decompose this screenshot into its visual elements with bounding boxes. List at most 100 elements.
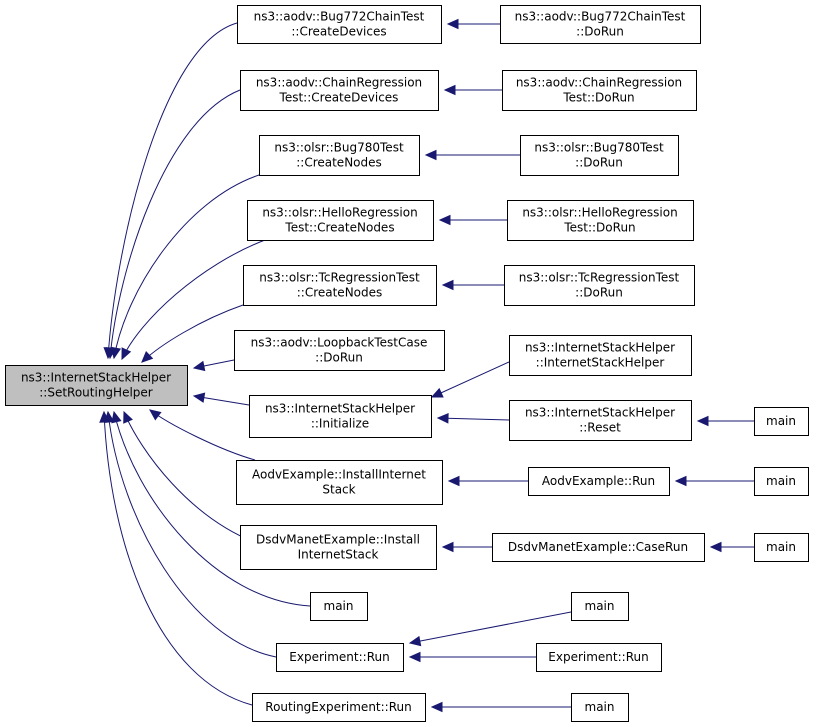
node-box[interactable] — [492, 533, 705, 562]
node-experiment-run-2[interactable]: Experiment::Run — [536, 643, 662, 672]
arrow-head-icon — [121, 347, 132, 361]
node-box[interactable] — [504, 265, 695, 306]
node-box[interactable] — [234, 330, 445, 371]
node-ish-initialize[interactable]: ns3::InternetStackHelper::Initialize — [249, 395, 432, 438]
arrow-head-icon — [111, 410, 122, 424]
node-root[interactable]: ns3::InternetStackHelper::SetRoutingHelp… — [5, 365, 188, 406]
arrow-head-icon — [674, 475, 687, 487]
edge-routing-experiment-run-to-root — [99, 410, 253, 706]
node-box[interactable] — [240, 70, 439, 111]
arrow-head-icon — [709, 541, 722, 553]
node-box[interactable] — [500, 5, 701, 44]
node-box[interactable] — [754, 467, 809, 496]
node-olsr-bug780-dorun[interactable]: ns3::olsr::Bug780Test::DoRun — [520, 135, 679, 176]
arrow-head-icon — [436, 413, 449, 424]
node-label-line: ns3::olsr::TcRegressionTest — [519, 271, 680, 285]
node-box[interactable] — [502, 70, 697, 111]
node-main-routing[interactable]: main — [571, 693, 629, 722]
edge-line — [113, 174, 260, 359]
node-olsr-tcreg-dorun[interactable]: ns3::olsr::TcRegressionTest::DoRun — [504, 265, 695, 306]
edge-olsr-bug780-createnodes-to-root — [110, 174, 260, 360]
node-label-line: Test::DoRun — [563, 221, 635, 235]
node-label-line: main — [766, 540, 796, 554]
edge-main-experiment-to-experiment-run-1 — [408, 611, 572, 647]
node-olsr-helloreg-createnodes[interactable]: ns3::olsr::HelloRegressionTest::CreateNo… — [247, 200, 434, 241]
node-main-reset[interactable]: main — [754, 407, 809, 436]
node-box[interactable] — [5, 365, 188, 406]
node-label-line: ns3::InternetStackHelper — [525, 406, 675, 420]
node-ish-reset[interactable]: ns3::InternetStackHelper::Reset — [509, 400, 692, 441]
arrow-head-icon — [123, 410, 133, 424]
node-label-line: Test::DoRun — [562, 91, 634, 105]
arrow-head-icon — [447, 475, 460, 487]
node-box[interactable] — [754, 407, 809, 436]
node-box[interactable] — [259, 135, 420, 176]
node-label-line: Experiment::Run — [289, 650, 389, 664]
node-label-line: AodvExample::InstallInternet — [252, 468, 426, 482]
node-dsdv-caserun[interactable]: DsdvManetExample::CaseRun — [492, 533, 705, 562]
node-label-line: Experiment::Run — [548, 650, 648, 664]
node-box[interactable] — [237, 5, 442, 44]
node-label-line: ::CreateNodes — [297, 286, 383, 300]
arrow-head-icon — [110, 346, 122, 360]
node-box[interactable] — [310, 592, 368, 621]
node-box[interactable] — [520, 135, 679, 176]
nodes-layer: ns3::InternetStackHelper::SetRoutingHelp… — [5, 5, 809, 722]
node-box[interactable] — [252, 693, 426, 722]
edge-olsr-tcreg-createnodes-to-root — [141, 304, 244, 363]
edge-line — [409, 611, 572, 644]
node-label-line: ns3::olsr::Bug780Test — [534, 141, 664, 155]
edge-line — [141, 304, 244, 363]
node-aodv-loopback-dorun[interactable]: ns3::aodv::LoopbackTestCase::DoRun — [234, 330, 445, 371]
node-box[interactable] — [571, 693, 629, 722]
edge-line — [113, 411, 311, 607]
node-box[interactable] — [249, 395, 432, 438]
edge-dsdv-caserun-to-dsdv-install — [441, 541, 492, 553]
node-box[interactable] — [236, 460, 443, 505]
node-box[interactable] — [528, 467, 670, 496]
node-box[interactable] — [509, 400, 692, 441]
node-main-aodv[interactable]: main — [754, 467, 809, 496]
node-olsr-tcreg-createnodes[interactable]: ns3::olsr::TcRegressionTest::CreateNodes — [243, 265, 437, 306]
arrow-head-icon — [438, 214, 451, 226]
node-label-line: InternetStack — [298, 548, 379, 562]
node-box[interactable] — [507, 200, 694, 241]
node-label-line: main — [766, 414, 796, 428]
node-label-line: ::SetRoutingHelper — [39, 386, 153, 400]
node-label-line: ns3::olsr::Bug780Test — [274, 141, 404, 155]
node-box[interactable] — [240, 525, 437, 570]
node-main-experiment[interactable]: main — [571, 592, 629, 621]
node-aodv-bug772-dorun[interactable]: ns3::aodv::Bug772ChainTest::DoRun — [500, 5, 701, 44]
node-label-line: main — [766, 474, 796, 488]
node-ish-ctor[interactable]: ns3::InternetStackHelper::InternetStackH… — [509, 335, 692, 376]
node-olsr-bug780-createnodes[interactable]: ns3::olsr::Bug780Test::CreateNodes — [259, 135, 420, 176]
node-label-line: DsdvManetExample::Install — [256, 533, 420, 547]
node-main-dsdv[interactable]: main — [754, 533, 809, 562]
edge-line — [123, 411, 263, 546]
node-box[interactable] — [276, 643, 404, 672]
node-label-line: ::DoRun — [575, 286, 623, 300]
node-box[interactable] — [509, 335, 692, 376]
node-label-line: ns3::olsr::HelloRegression — [262, 206, 417, 220]
node-experiment-run-1[interactable]: Experiment::Run — [276, 643, 404, 672]
node-label-line: ns3::aodv::Bug772ChainTest — [515, 10, 686, 24]
node-box[interactable] — [536, 643, 662, 672]
node-box[interactable] — [571, 592, 629, 621]
node-label-line: ::InternetStackHelper — [536, 356, 665, 370]
node-aodv-example-run[interactable]: AodvExample::Run — [528, 467, 670, 496]
node-label-line: AodvExample::Run — [542, 474, 655, 488]
node-routing-experiment-run[interactable]: RoutingExperiment::Run — [252, 693, 426, 722]
edge-dsdv-install-to-root — [123, 410, 263, 546]
node-box[interactable] — [754, 533, 809, 562]
edge-aodv-loopback-dorun-to-root — [192, 359, 235, 372]
arrow-head-icon — [192, 360, 206, 372]
node-box[interactable] — [247, 200, 434, 241]
node-main-direct[interactable]: main — [310, 592, 368, 621]
node-box[interactable] — [243, 265, 437, 306]
node-aodv-bug772-createdevices[interactable]: ns3::aodv::Bug772ChainTest::CreateDevice… — [237, 5, 442, 44]
node-aodv-chainreg-createdevices[interactable]: ns3::aodv::ChainRegressionTest::CreateDe… — [240, 70, 439, 111]
